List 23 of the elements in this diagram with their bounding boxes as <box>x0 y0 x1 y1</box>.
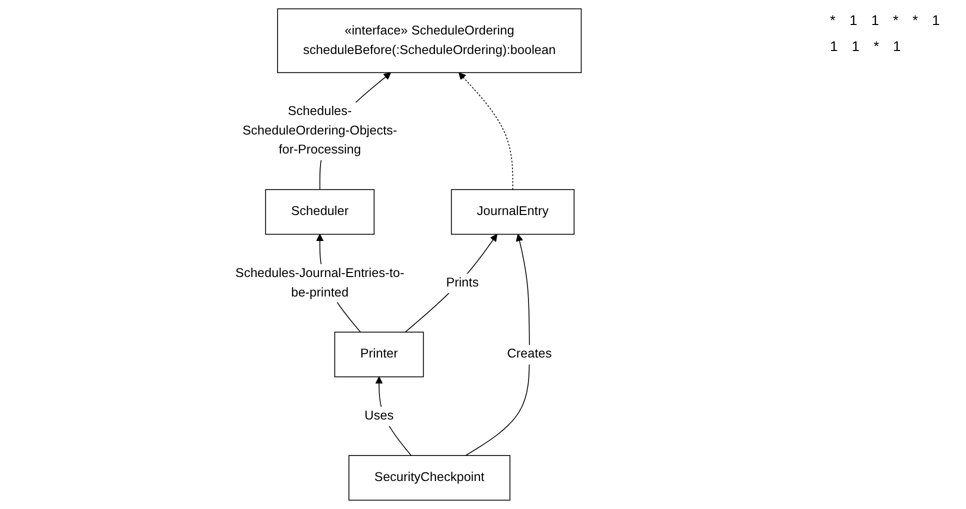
arrow <box>404 234 498 333</box>
edge-label: Prints <box>446 275 479 290</box>
multiplicity-label: * <box>912 11 919 30</box>
arrow <box>465 234 530 456</box>
edge-label: Schedules-ScheduleOrdering-Objects-for-Processing <box>242 104 398 157</box>
node-box: Scheduler <box>265 189 375 235</box>
node-box: «interface» ScheduleOrdering scheduleBefore(:ScheduleOrdering):boolean <box>277 8 582 74</box>
edge-label: Schedules-Journal-Entries-to-be-printed <box>235 266 404 300</box>
multiplicity-label: 1 <box>930 11 941 30</box>
node-box: Printer <box>334 332 424 378</box>
multiplicity-label: 1 <box>829 37 839 56</box>
edge-label: Uses <box>364 408 394 423</box>
multiplicity-label: 1 <box>892 37 902 56</box>
node-box: SecurityCheckpoint <box>348 455 510 501</box>
arrow <box>458 72 514 190</box>
multiplicity-label: 1 <box>870 11 880 30</box>
multiplicity-label: * <box>892 11 900 30</box>
node-box: JournalEntry <box>450 189 575 235</box>
multiplicity-label: 1 <box>850 37 861 56</box>
multiplicity-label: * <box>872 37 880 56</box>
edge-label: Creates <box>507 346 552 362</box>
multiplicity-label: * <box>829 11 836 30</box>
multiplicity-label: 1 <box>848 11 858 30</box>
